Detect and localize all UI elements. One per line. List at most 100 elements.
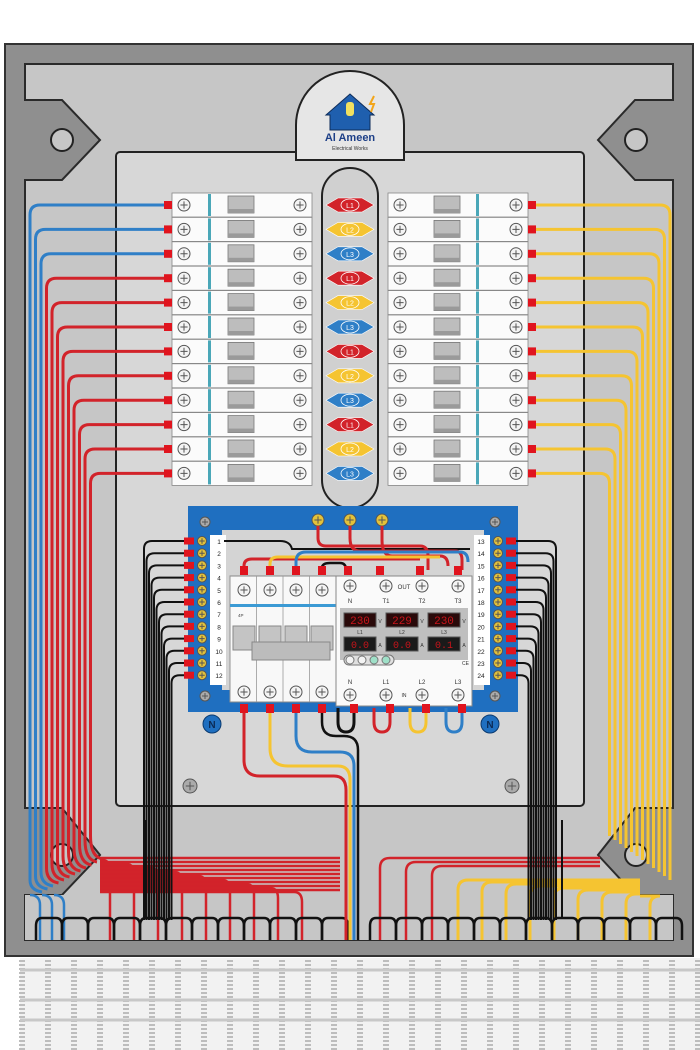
screw-icon	[177, 344, 191, 358]
wire-lug	[528, 469, 536, 478]
bottom-drop-red	[100, 882, 256, 940]
breaker-feed-blue	[294, 550, 470, 572]
screw-slot	[495, 574, 501, 581]
breaker-toggle-base	[434, 428, 460, 433]
breaker-label-strip	[208, 438, 211, 460]
wire-left-9	[72, 398, 172, 870]
wire-lug	[376, 566, 384, 575]
terminal-number: 20	[477, 624, 485, 631]
screw-icon	[393, 442, 407, 456]
current-unit: A	[378, 643, 382, 649]
screw-icon	[197, 633, 207, 644]
screw-slot	[180, 225, 188, 233]
wire-lug	[184, 659, 194, 667]
screw-slot	[512, 396, 520, 404]
screw-icon	[315, 685, 329, 699]
screw-icon	[197, 572, 207, 583]
screw-icon	[493, 584, 503, 595]
phase-marker-center	[340, 247, 360, 261]
screw-icon	[493, 658, 503, 668]
screw-icon	[393, 418, 407, 432]
screw-icon	[197, 536, 207, 546]
breaker	[387, 338, 536, 364]
wire-lug	[292, 566, 300, 575]
screw-slot	[512, 225, 520, 233]
neutral-wire-left	[150, 576, 184, 920]
screw-icon	[393, 320, 407, 334]
wire-right-3	[528, 252, 661, 872]
bulb-icon	[346, 102, 354, 116]
screw-slot	[512, 250, 520, 258]
phase-marker-center	[340, 442, 360, 456]
neutral-wire-right	[516, 576, 550, 920]
screw-slot	[396, 347, 404, 355]
screw-icon	[509, 296, 523, 310]
main-out-blue	[294, 706, 356, 940]
wire-lug	[184, 574, 194, 582]
toggle-bridge	[251, 641, 331, 661]
wire-left-7	[61, 349, 172, 876]
screw-icon	[451, 688, 465, 702]
screw-slot	[512, 445, 520, 453]
phase-marker-label: L3	[346, 398, 354, 405]
screw-slot	[296, 347, 304, 355]
phase-marker-l3: L3	[325, 246, 375, 262]
breaker	[387, 265, 536, 291]
terminal-number: 24	[477, 673, 485, 680]
screw-icon	[197, 548, 207, 559]
screw-slot	[396, 323, 404, 331]
screw-icon	[493, 536, 503, 546]
wire-lug	[318, 566, 326, 575]
breaker-label-strip	[208, 340, 211, 363]
screw-slot	[396, 445, 404, 453]
screw-icon	[451, 579, 465, 593]
screw-slot	[199, 538, 205, 544]
neutral-wire-left	[158, 613, 184, 920]
screw-icon	[509, 442, 523, 456]
screw-slot	[296, 469, 304, 477]
screw-slot	[292, 688, 300, 696]
screw-slot	[180, 299, 188, 307]
screw-icon	[509, 466, 523, 480]
screw-slot	[396, 396, 404, 404]
screw-icon	[293, 442, 307, 456]
screw-icon	[509, 271, 523, 285]
screw-slot	[292, 586, 300, 594]
breaker	[164, 387, 313, 413]
screw-slot	[512, 372, 520, 380]
breaker-toggle-base	[228, 282, 254, 287]
breaker-toggle-base	[434, 453, 460, 457]
wire-lug	[528, 347, 536, 356]
breaker	[164, 460, 313, 486]
wire-left-4	[45, 276, 172, 885]
wire-lug	[164, 396, 172, 405]
breaker	[164, 241, 313, 267]
screw-slot	[199, 672, 205, 678]
bottom-drop-red	[100, 878, 232, 940]
screw-icon	[493, 572, 503, 583]
wire-lug	[528, 201, 536, 209]
phase-marker-l2: L2	[325, 441, 375, 457]
neutral-wire-right	[516, 588, 547, 920]
wire-lug	[164, 274, 172, 283]
screw-icon	[293, 393, 307, 407]
screw-icon	[177, 222, 191, 236]
screw-icon	[393, 466, 407, 480]
wire-left-3	[39, 252, 172, 888]
breaker-label-strip	[476, 389, 479, 412]
neutral-wire-left	[143, 540, 184, 920]
screw-slot	[180, 347, 188, 355]
bottom-drop-blue	[53, 893, 66, 940]
wire-lug	[184, 561, 194, 569]
screw-icon	[379, 688, 393, 702]
screw-icon	[289, 685, 303, 699]
wire-lug	[528, 249, 536, 258]
meter-bottom-terminal-label: L1	[383, 680, 390, 686]
terminal-number: 15	[477, 563, 485, 570]
screw-slot	[180, 396, 188, 404]
wire-left-6	[56, 325, 172, 879]
breaker-toggle-base	[228, 477, 254, 482]
breaker	[164, 290, 313, 316]
